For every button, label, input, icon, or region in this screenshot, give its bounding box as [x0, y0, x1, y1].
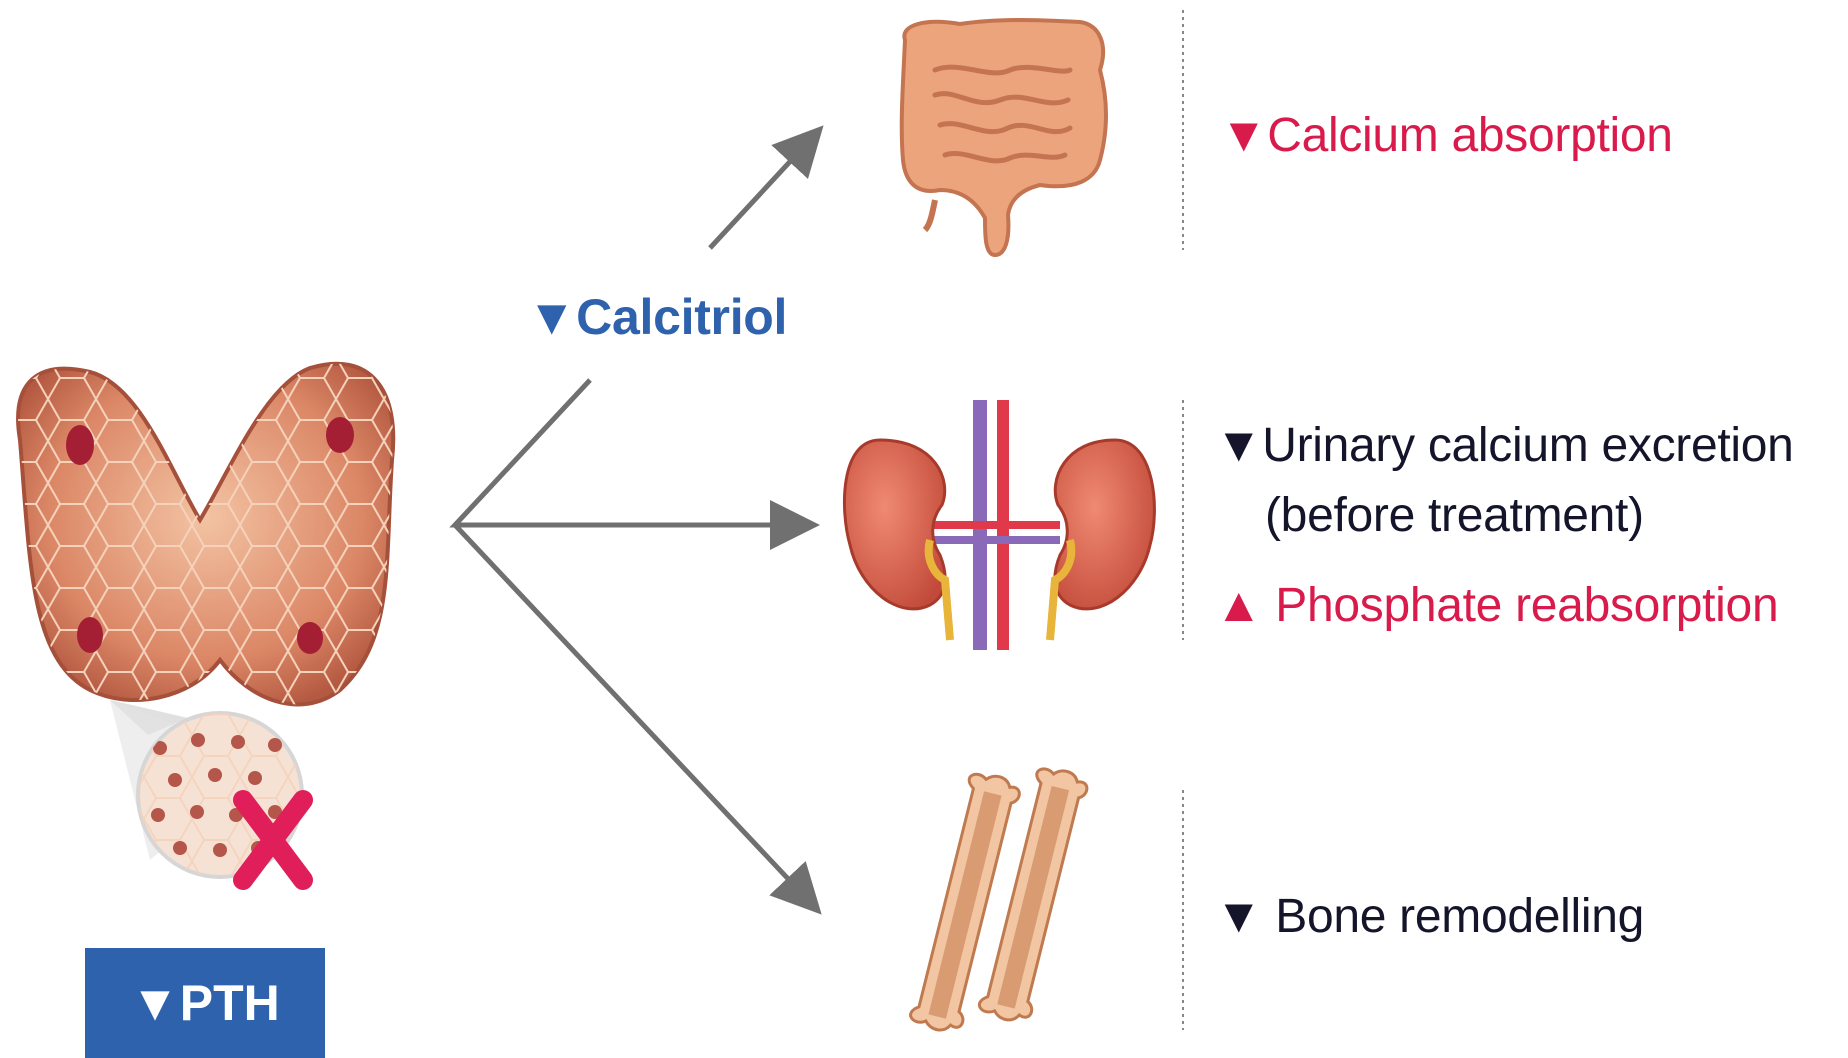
- pth-box: ▼PTH: [85, 948, 325, 1058]
- phosphate-reabsorption-label: ▲ Phosphate reabsorption: [1215, 582, 1778, 630]
- arrow-to-intestine: [710, 140, 810, 248]
- arrow-to-bone: [455, 525, 808, 900]
- intestine-icon: [902, 20, 1106, 255]
- urinary-calcium-subtitle: (before treatment): [1265, 492, 1644, 540]
- bone-remodelling-label: ▼ Bone remodelling: [1215, 893, 1644, 941]
- kidney-icon: [844, 400, 1154, 650]
- thyroid-icon: [18, 364, 393, 705]
- arrows: [455, 140, 810, 900]
- calcitriol-label: ▼Calcitriol: [527, 292, 787, 342]
- urinary-calcium-label: ▼Urinary calcium excretion: [1215, 422, 1794, 470]
- bones-icon: [909, 765, 1090, 1036]
- branch-lines: [455, 380, 800, 525]
- calcium-absorption-label: ▼Calcium absorption: [1220, 112, 1673, 160]
- pth-label: ▼PTH: [130, 974, 280, 1032]
